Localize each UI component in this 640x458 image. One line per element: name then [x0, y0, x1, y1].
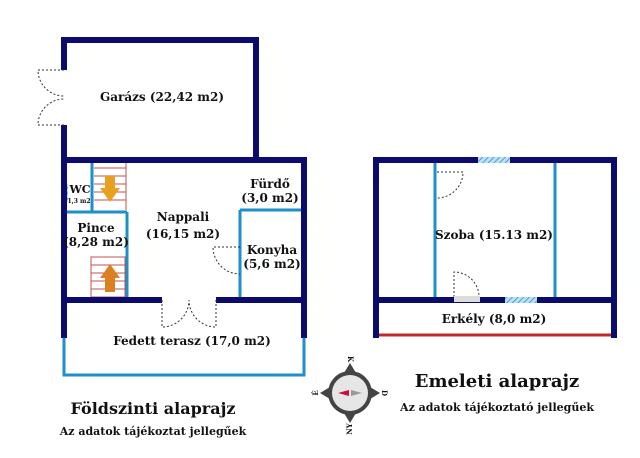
- upper-door-icon: [436, 171, 464, 199]
- upper-outer-walls: [373, 157, 617, 338]
- upper-floor-subtitle: Az adatok tájékoztató jellegűek: [399, 401, 594, 414]
- upper-window-bottom: [505, 297, 537, 303]
- ground-floor-subtitle: Az adatok tájékoztat jellegűek: [59, 425, 247, 438]
- room-label-balcony: Erkély (8,0 m2): [442, 312, 547, 326]
- room-label-terrace: Fedett terasz (17,0 m2): [113, 334, 271, 348]
- compass-east: D: [380, 390, 389, 396]
- room-area-kitchen: (5,6 m2): [243, 257, 300, 271]
- room-label-garage: Garázs (22,42 m2): [100, 90, 224, 104]
- room-label-room: Szoba (15.13 m2): [435, 228, 553, 242]
- inner-walls: [64, 162, 304, 298]
- room-label-wc: WC: [68, 183, 90, 196]
- kitchen-door-icon: [212, 246, 241, 275]
- room-label-bath: Fürdő: [250, 177, 290, 191]
- room-area-wc: 1,3 m2: [67, 198, 90, 205]
- ground-floor-plan: Garázs (22,42 m2) WC 1,3 m2 Fürdő (3,0 m…: [37, 37, 307, 438]
- garage-door-icon: [37, 69, 65, 126]
- terrace-rail: [62, 335, 306, 377]
- room-label-kitchen: Konyha: [247, 243, 298, 257]
- room-label-cellar: Pince: [77, 221, 115, 235]
- compass-icon: K D NY É: [311, 356, 389, 435]
- garage-door-opening: [61, 70, 67, 125]
- compass-south: NY: [345, 422, 354, 434]
- balcony-door-icon: [453, 271, 480, 298]
- room-label-living: Nappali: [157, 210, 210, 224]
- balcony-door-threshold: [454, 296, 480, 302]
- room-area-cellar: (8,28 m2): [63, 235, 129, 249]
- upper-floor-title: Emeleti alaprajz: [415, 371, 580, 392]
- terrace-door-icon: [161, 299, 217, 328]
- room-area-bath: (3,0 m2): [241, 191, 298, 205]
- stairs-down-arrow-icon: [100, 176, 120, 202]
- room-area-living: (16,15 m2): [146, 227, 220, 241]
- stairs-up-arrow-icon: [100, 264, 120, 292]
- ground-floor-title: Földszinti alaprajz: [71, 399, 236, 418]
- compass-north: K: [346, 356, 355, 363]
- upper-window-top: [478, 157, 510, 163]
- upper-inner-walls: [433, 162, 557, 298]
- upper-floor-plan: Szoba (15.13 m2) Erkély (8,0 m2) Emeleti…: [373, 157, 617, 414]
- compass-west: É: [311, 390, 320, 395]
